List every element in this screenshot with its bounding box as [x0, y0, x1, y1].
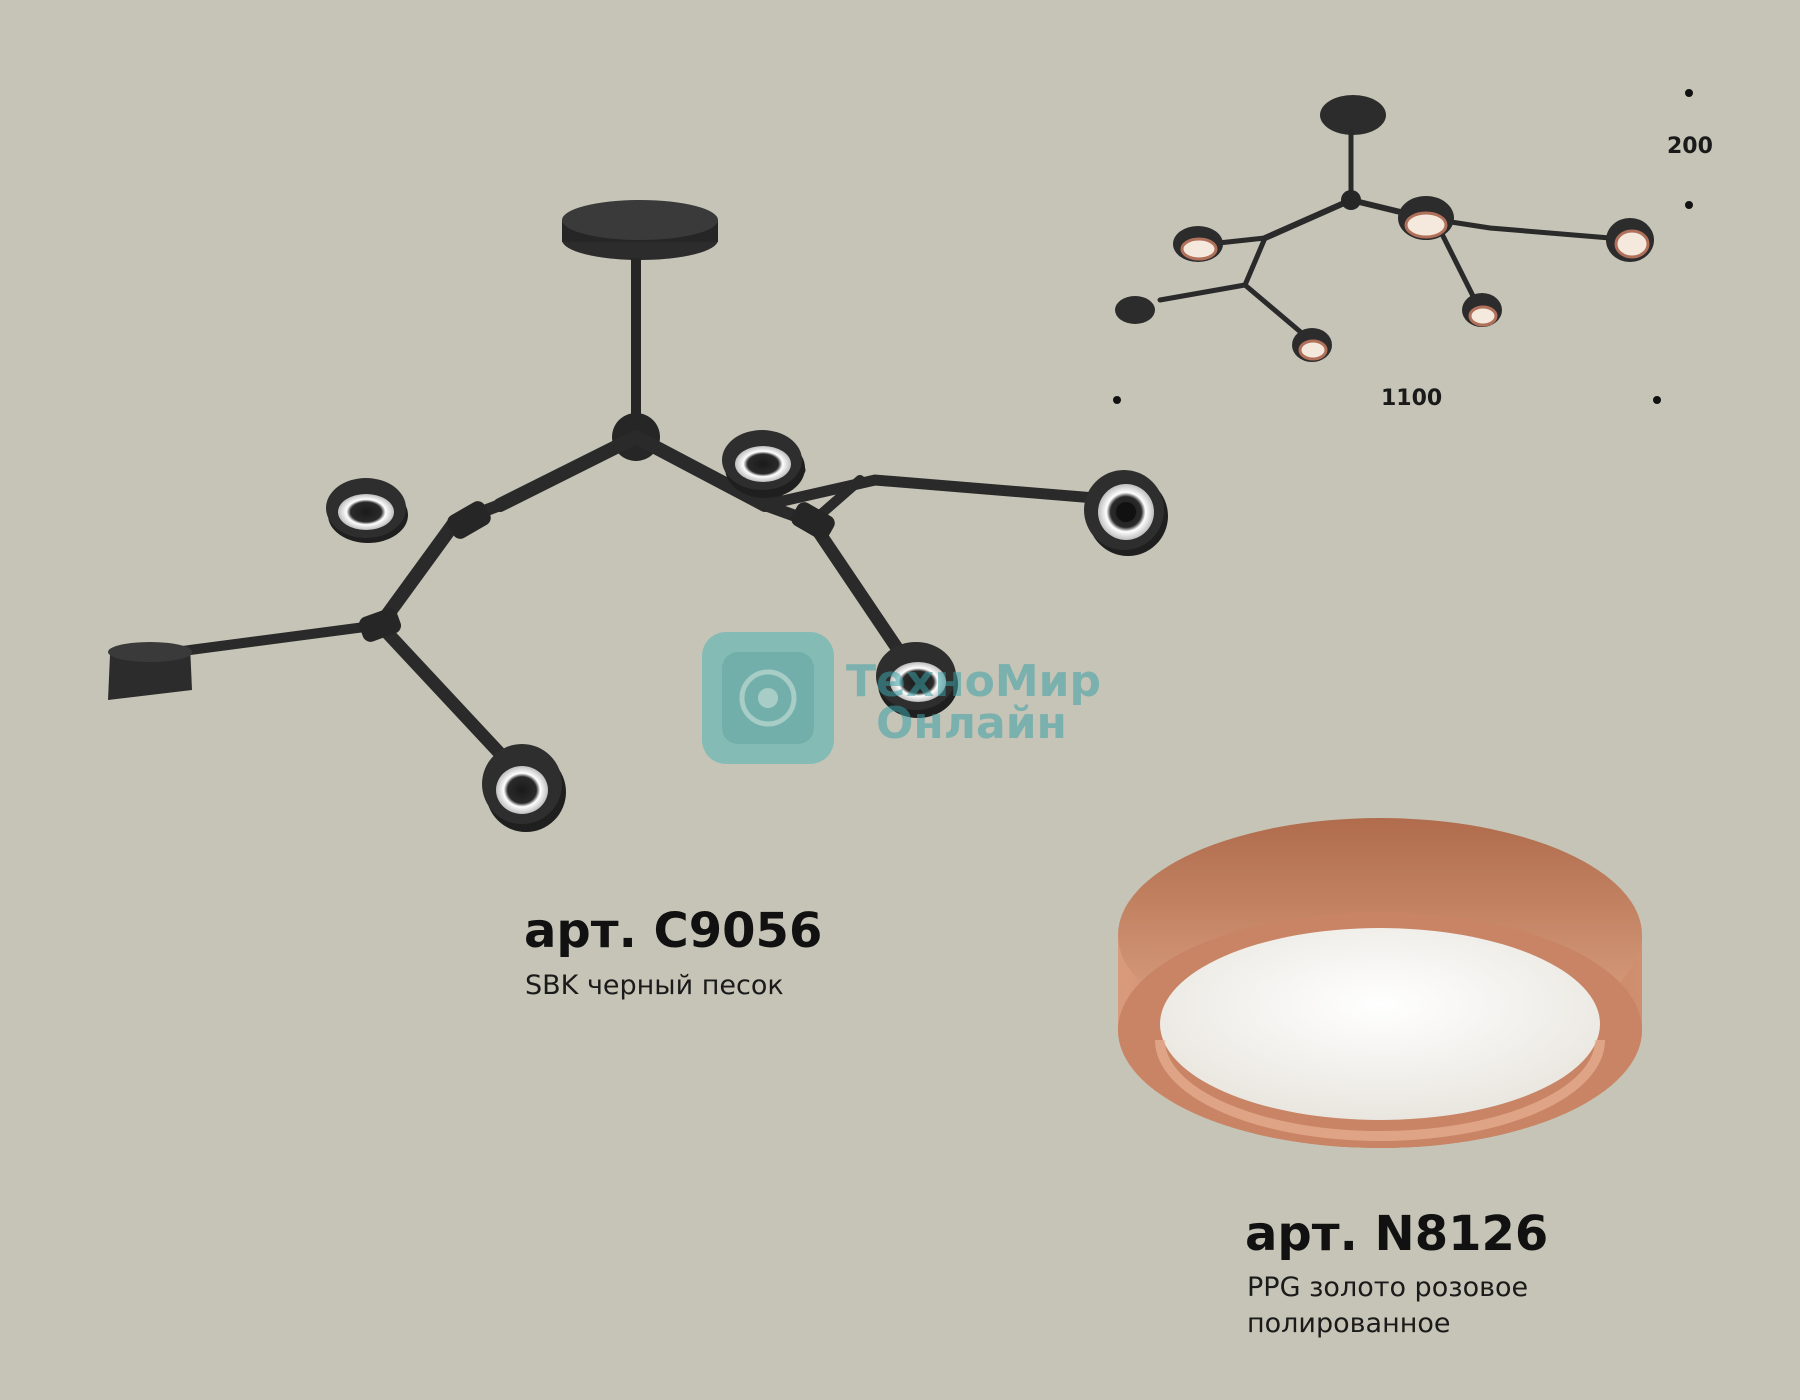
chandelier-article: арт. C9056 — [524, 903, 823, 959]
chandelier-joints — [359, 501, 835, 642]
dimension-markers — [1113, 89, 1693, 404]
gear-circuit-icon — [702, 632, 834, 764]
spot-head-4 — [876, 642, 958, 718]
dimension-drawing — [1115, 95, 1654, 362]
spot-head-2 — [722, 430, 805, 498]
ring-fixture-illustration — [1118, 818, 1642, 1148]
spot-head-5 — [482, 744, 566, 832]
ring-article: арт. N8126 — [1245, 1206, 1549, 1262]
spot-head-3 — [1084, 470, 1168, 556]
chandelier-canopy — [562, 200, 718, 260]
watermark-line1: ТехноМир — [846, 656, 1101, 707]
chandelier-stem — [631, 258, 641, 418]
ring-finish-line1: PPG золото розовое — [1247, 1272, 1529, 1303]
dimension-width: 1100 — [1381, 386, 1443, 411]
spot-head-1 — [326, 478, 408, 543]
dimension-height: 200 — [1667, 134, 1713, 159]
ring-finish-line2: полированное — [1247, 1308, 1451, 1339]
spot-head-6 — [108, 642, 192, 700]
chandelier-finish: SBK черный песок — [525, 970, 784, 1001]
watermark-line2: Онлайн — [876, 698, 1067, 749]
